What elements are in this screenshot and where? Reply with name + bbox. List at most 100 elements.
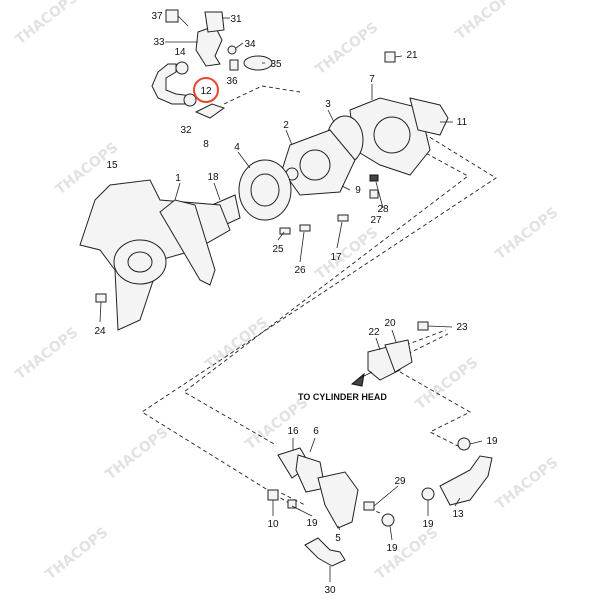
watermark: THACOPS — [13, 325, 82, 384]
washer-34 — [227, 45, 237, 55]
watermark: THACOPS — [453, 0, 522, 43]
bypass-assembly — [151, 9, 396, 119]
fan-center — [127, 251, 153, 273]
bolt-17 — [337, 214, 349, 222]
callout-33: 33 — [153, 37, 165, 48]
clip-36 — [229, 59, 239, 71]
bolt-10 — [267, 489, 279, 501]
dashed-line — [141, 129, 497, 511]
note-to-cylinder-head: TO CYLINDER HEAD — [298, 392, 387, 402]
bolt-37 — [165, 9, 179, 23]
bolt-26 — [299, 224, 311, 232]
fitting-20 — [384, 339, 413, 373]
callout-6: 6 — [313, 426, 319, 437]
callout-8: 8 — [203, 139, 209, 150]
arrow — [350, 372, 365, 387]
nut-28 — [369, 174, 379, 182]
callout-30: 30 — [324, 585, 336, 596]
callout-35: 35 — [270, 59, 282, 70]
callout-9: 9 — [355, 185, 361, 196]
pulley-hub — [250, 173, 280, 207]
callout-20: 20 — [384, 318, 396, 329]
watermark: THACOPS — [373, 525, 442, 584]
pump-impeller — [299, 149, 331, 181]
clamp-19 — [421, 487, 435, 501]
dashed-line — [405, 329, 447, 346]
housing-port — [373, 116, 411, 154]
watermark: THACOPS — [413, 355, 482, 414]
callout-19: 19 — [486, 436, 498, 447]
callout-21: 21 — [406, 50, 418, 61]
callout-34: 34 — [244, 39, 256, 50]
watermark-group: THACOPS THACOPS THACOPS THACOPS THACOPS … — [13, 0, 562, 583]
callout-32: 32 — [180, 125, 192, 136]
watermark: THACOPS — [493, 455, 562, 514]
callout-13: 13 — [452, 509, 464, 520]
dashed-line — [183, 149, 469, 446]
callout-5: 5 — [335, 533, 341, 544]
water-pump-assembly — [211, 97, 449, 235]
callout-19: 19 — [422, 519, 434, 530]
bolt-25 — [279, 227, 291, 235]
callout-15: 15 — [106, 160, 118, 171]
callout-23: 23 — [456, 322, 468, 333]
gasket-11 — [409, 97, 449, 136]
o-ring-32 — [183, 93, 197, 107]
clamp-19 — [381, 513, 395, 527]
callout-2: 2 — [283, 120, 289, 131]
callout-4: 4 — [234, 142, 240, 153]
watermark: THACOPS — [13, 0, 82, 48]
dashed-line — [223, 85, 301, 105]
watermark: THACOPS — [493, 205, 562, 264]
highlight-circle — [193, 77, 219, 103]
clamp-19 — [287, 499, 297, 509]
callout-16: 16 — [287, 426, 299, 437]
arrow-line — [359, 371, 373, 379]
callout-14: 14 — [174, 47, 186, 58]
bolt-27 — [369, 189, 379, 199]
callout-17: 17 — [330, 252, 342, 263]
hose-clamp-14 — [175, 61, 189, 75]
watermark: THACOPS — [313, 20, 382, 79]
thermostat-housing-5 — [317, 471, 359, 529]
watermark: THACOPS — [43, 525, 112, 584]
callout-19: 19 — [306, 518, 318, 529]
callout-27: 27 — [370, 215, 382, 226]
callout-1: 1 — [175, 173, 181, 184]
callout-3: 3 — [325, 99, 331, 110]
watermark: THACOPS — [243, 395, 312, 454]
callout-22: 22 — [368, 327, 380, 338]
hose-13 — [439, 455, 493, 506]
bolt-24 — [95, 293, 107, 303]
dashed-line — [274, 489, 306, 506]
clamp-19 — [457, 437, 471, 451]
callout-7: 7 — [369, 74, 375, 85]
callout-labels: 37 31 33 14 34 36 35 21 12 7 32 8 3 11 2… — [94, 11, 498, 596]
gasket-6 — [295, 454, 326, 493]
watermark: THACOPS — [203, 315, 272, 374]
callout-26: 26 — [294, 265, 306, 276]
callout-10: 10 — [267, 519, 279, 530]
leader-lines — [99, 17, 483, 582]
bolt-21 — [384, 51, 396, 63]
callout-31: 31 — [230, 14, 242, 25]
callout-29: 29 — [394, 476, 406, 487]
fan-assembly — [79, 179, 231, 331]
callout-28: 28 — [377, 204, 389, 215]
hose-30 — [304, 537, 346, 567]
dashed-line — [399, 371, 471, 447]
sensor-31 — [204, 11, 225, 33]
callout-18: 18 — [207, 172, 219, 183]
callout-36: 36 — [226, 76, 238, 87]
bolt-23 — [417, 321, 429, 331]
callout-11: 11 — [457, 117, 468, 128]
callout-19: 19 — [386, 543, 398, 554]
bolt-29 — [363, 501, 375, 511]
cylinder-head-parts — [350, 321, 429, 387]
callout-12: 12 — [200, 86, 212, 97]
watermark: THACOPS — [103, 425, 172, 484]
callout-37: 37 — [151, 11, 163, 22]
pipe-8 — [194, 103, 226, 119]
thermostat-assembly — [267, 437, 493, 567]
